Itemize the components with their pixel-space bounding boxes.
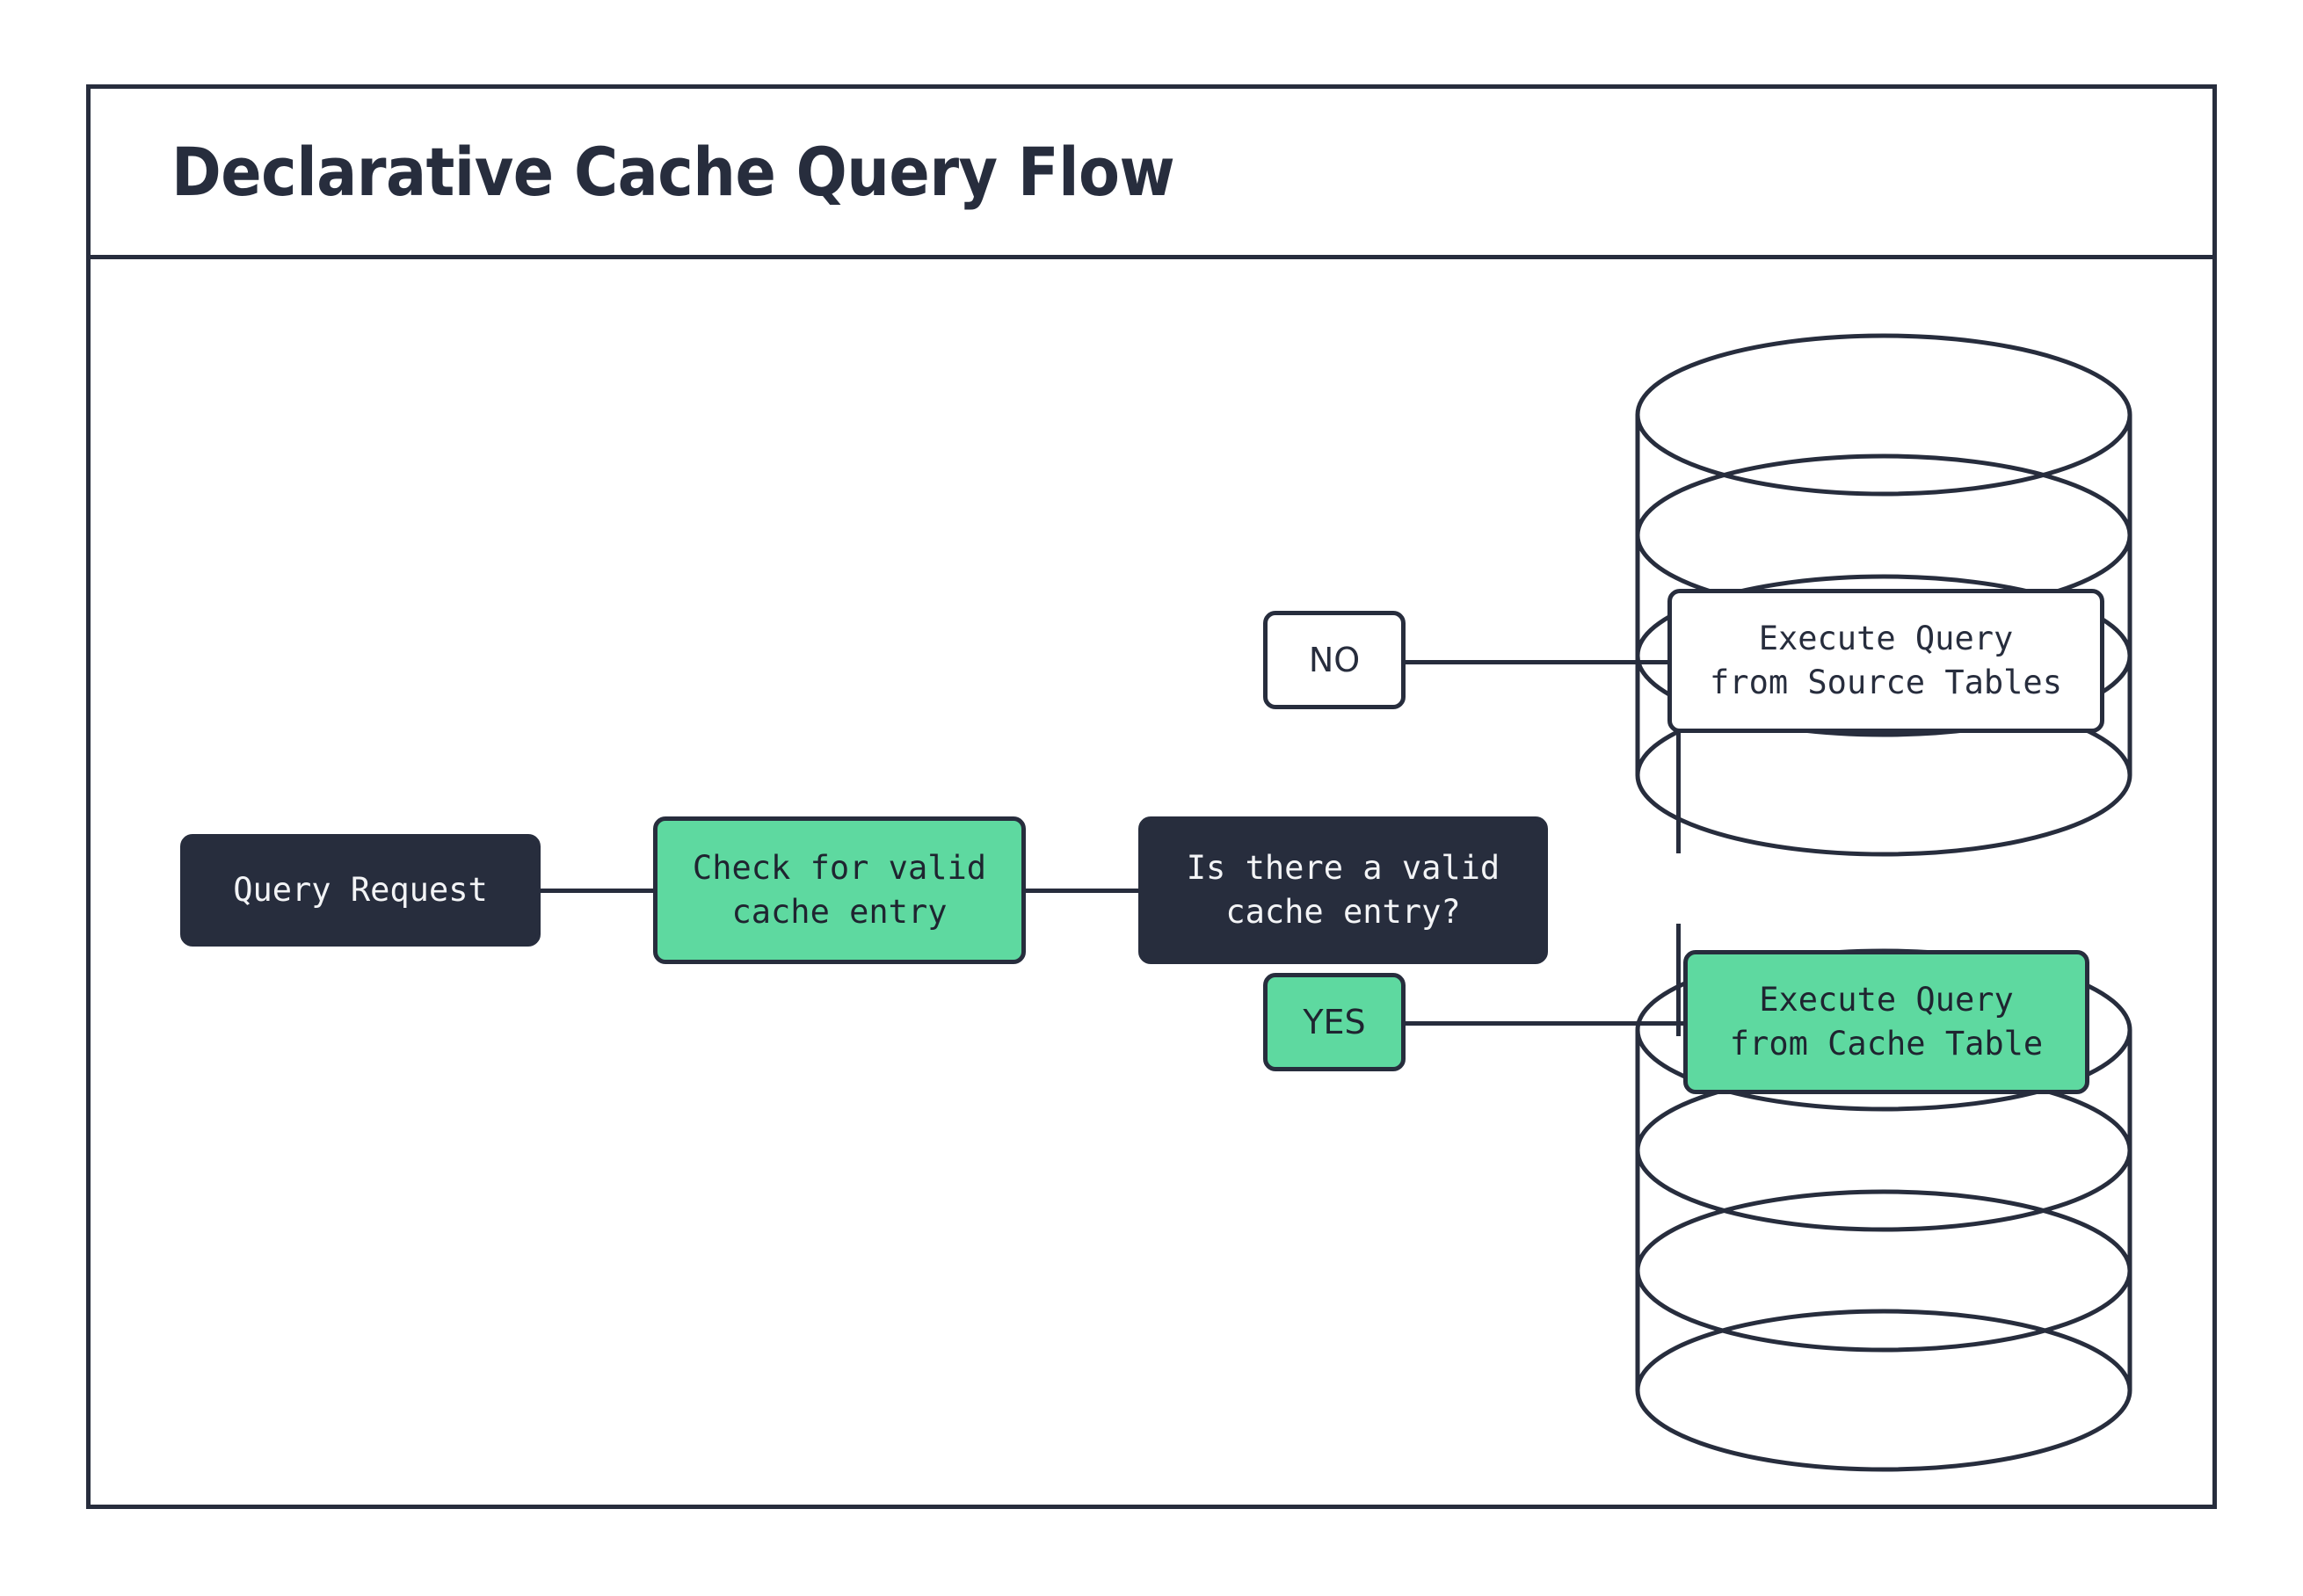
node-execute-query-from-cache-table[interactable]: Execute Query from Cache Table bbox=[1683, 950, 2089, 1094]
title-bar: Declarative Cache Query Flow bbox=[91, 89, 2212, 259]
node-query-request[interactable]: Query Request bbox=[180, 834, 541, 947]
edge-branch-no-to-execute-source bbox=[1404, 660, 1690, 664]
branch-label-yes[interactable]: YES bbox=[1263, 973, 1406, 1071]
branch-label-no[interactable]: NO bbox=[1263, 611, 1406, 709]
edge-decision-to-branch-no bbox=[1676, 706, 1681, 853]
edge-check-cache-to-decision bbox=[1022, 889, 1140, 893]
edge-branch-yes-to-execute-cache bbox=[1404, 1021, 1690, 1026]
node-check-for-valid-cache-entry[interactable]: Check for valid cache entry bbox=[653, 816, 1026, 964]
edge-query-request-to-check-cache bbox=[538, 889, 656, 893]
node-execute-query-from-source-tables[interactable]: Execute Query from Source Tables bbox=[1667, 589, 2104, 733]
diagram-canvas: Query Request Check for valid cache entr… bbox=[91, 259, 2212, 1509]
source-tables-database-cylinder bbox=[1633, 331, 2134, 859]
node-decision-is-there-valid-cache-entry[interactable]: Is there a valid cache entry? bbox=[1138, 816, 1548, 964]
edge-decision-to-branch-yes bbox=[1676, 924, 1681, 1036]
page-title: Declarative Cache Query Flow bbox=[171, 133, 1175, 211]
diagram-frame: Declarative Cache Query Flow bbox=[86, 84, 2217, 1509]
